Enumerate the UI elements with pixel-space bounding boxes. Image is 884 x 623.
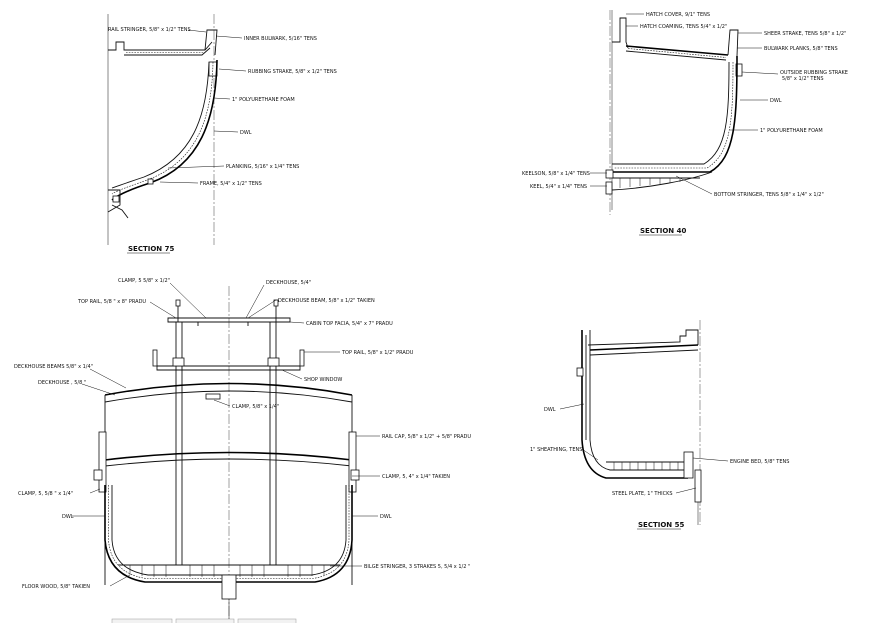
mid-clamp-left: CLAMP, 5, 5/8 " x 1/4" bbox=[18, 491, 73, 497]
mid-clamp-mid: CLAMP, 5/8" x 1/4" bbox=[232, 404, 279, 410]
mid-clamp-right: CLAMP, 5, 4" x 1/4" TAKIEN bbox=[382, 474, 450, 480]
s75-planking: PLANKING, 5/16" x 1/4" TENS bbox=[226, 164, 299, 170]
s55-title: SECTION 55 bbox=[638, 521, 684, 529]
s40-keelson: KEELSON, 5/8" x 1/4" TENS bbox=[522, 171, 590, 177]
section-55: DWL 1" SHEATHING, TENS ENGINE BED, 5/8" … bbox=[530, 320, 789, 530]
mid-cabin-top-facia: CABIN TOP FACIA, 5/4" x 7" PRADU bbox=[306, 321, 393, 327]
s75-frame: FRAME, 5/4" x 1/2" TENS bbox=[200, 181, 262, 187]
s75-inner-bulwark: INNER BULWARK, 5/16" TENS bbox=[244, 36, 317, 42]
section-75: RAIL STRINGER, 5/8" x 1/2" TENS INNER BU… bbox=[107, 14, 337, 254]
mid-top-rail-right: TOP RAIL, 5/8" x 1/2" PRADU bbox=[341, 350, 414, 356]
s40-dwl: DWL bbox=[770, 98, 782, 104]
mid-dwl-right: DWL bbox=[380, 514, 392, 520]
s55-steel-plate: STEEL PLATE, 1" THICKS bbox=[612, 491, 673, 497]
status-tabs bbox=[111, 618, 297, 623]
s40-outside-rubbing: OUTSIDE RUBBING STRAKE bbox=[780, 70, 848, 76]
mid-deckhouse-beam-top: DECKHOUSE BEAM, 5/8" x 1/2" TAKIEN bbox=[278, 298, 375, 304]
mid-clamp-top: CLAMP, 5 5/8" x 1/2" bbox=[118, 278, 170, 284]
mid-floor-wood: FLOOR WOOD, 5/8" TAKIEN bbox=[22, 584, 90, 590]
s75-dwl: DWL bbox=[240, 130, 252, 136]
status-tab-1[interactable] bbox=[111, 618, 173, 623]
mid-dwl-left: DWL bbox=[62, 514, 74, 520]
s75-title: SECTION 75 bbox=[128, 245, 174, 253]
mid-top-rail-left: TOP RAIL, 5/8 " x 8" PRADU bbox=[77, 299, 146, 305]
s55-dwl: DWL bbox=[544, 407, 556, 413]
mid-deckhouse-beams: DECKHOUSE BEAMS 5/8" x 1/4" bbox=[14, 364, 93, 370]
s55-sheathing: 1" SHEATHING, TENS bbox=[530, 447, 582, 453]
s75-foam: 1" POLYURETHANE FOAM bbox=[232, 97, 295, 103]
mid-rail-cap: RAIL CAP, 5/8" x 1/2" + 5/8" PRADU bbox=[382, 434, 471, 440]
s40-title: SECTION 40 bbox=[640, 227, 686, 235]
section-midship: CLAMP, 5 5/8" x 1/2" DECKHOUSE, 5/4" TOP… bbox=[14, 278, 471, 620]
s40-hatch-coaming: HATCH COAMING, TENS 5/4" x 1/2" bbox=[640, 24, 727, 30]
s75-rubbing-strake: RUBBING STRAKE, 5/8" x 1/2" TENS bbox=[248, 69, 337, 75]
s40-foam: 1" POLYURETHANE FOAM bbox=[760, 128, 823, 134]
section-40: HATCH COVER, 9/1" TENS HATCH COAMING, TE… bbox=[522, 10, 848, 236]
mid-deckhouse: DECKHOUSE , 5/8 " bbox=[38, 380, 86, 386]
s40-bottom-stringer: BOTTOM STRINGER, TENS 5/8" x 1/4" x 1/2" bbox=[714, 192, 824, 198]
mid-shop-window: SHOP WINDOW bbox=[304, 377, 342, 383]
s40-bulwark-planks: BULWARK PLANKS, 5/8" TENS bbox=[764, 46, 838, 52]
s40-hatch-cover: HATCH COVER, 9/1" TENS bbox=[646, 12, 710, 18]
s40-outside-rubbing-2: 5/8" x 1/2" TENS bbox=[782, 76, 824, 82]
s55-engine-bed: ENGINE BED, 5/8" TENS bbox=[730, 459, 789, 465]
s40-keel: KEEL, 5/4" x 1/4" TENS bbox=[530, 184, 587, 190]
status-tab-3[interactable] bbox=[237, 618, 297, 623]
status-tab-2[interactable] bbox=[175, 618, 235, 623]
mid-deckhouse-top: DECKHOUSE, 5/4" bbox=[266, 280, 311, 286]
s75-rail-stringer: RAIL STRINGER, 5/8" x 1/2" TENS bbox=[108, 27, 191, 33]
s40-sheer-strake: SHEER STRAKE, TENS 5/8" x 1/2" bbox=[764, 31, 846, 37]
mid-bilge-stringer: BILGE STRINGER, 3 STRAKES 5, 5/4 x 1/2 " bbox=[364, 564, 470, 570]
